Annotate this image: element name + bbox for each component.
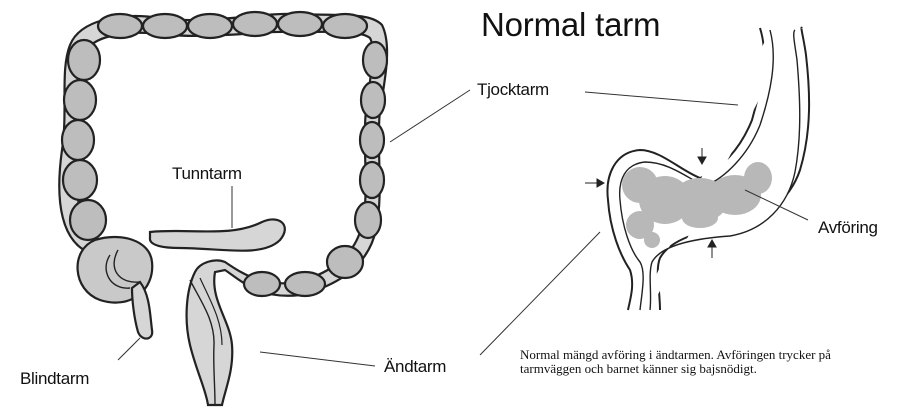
label-tunntarm: Tunntarm bbox=[172, 164, 242, 184]
large-intestine bbox=[59, 12, 387, 405]
small-intestine bbox=[150, 219, 285, 250]
leader-lines-left bbox=[118, 90, 470, 366]
label-blindtarm: Blindtarm bbox=[20, 369, 89, 389]
page-title: Normal tarm bbox=[481, 6, 660, 44]
label-avforing: Avföring bbox=[818, 218, 878, 238]
caption-text: Normal mängd avföring i ändtarmen. Avför… bbox=[520, 348, 890, 376]
label-tjocktarm: Tjocktarm bbox=[477, 80, 549, 100]
label-andtarm: Ändtarm bbox=[384, 357, 446, 377]
